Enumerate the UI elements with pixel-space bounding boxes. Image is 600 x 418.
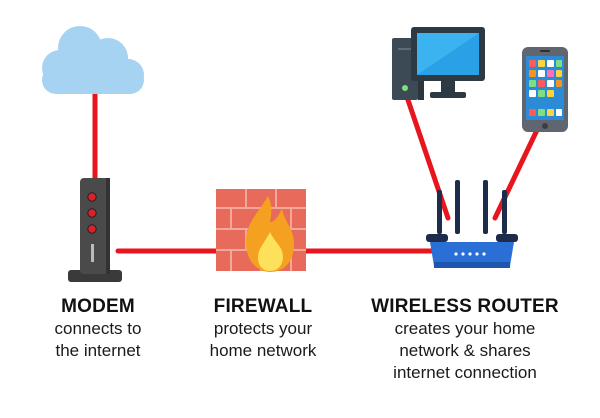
cloud-icon <box>42 26 144 94</box>
connection-lines <box>92 87 541 254</box>
firewall-desc-line1: protects your <box>213 319 313 338</box>
modem-desc-line2: the internet <box>55 341 141 360</box>
firewall-label: FIREWALL protects your home network <box>188 296 338 362</box>
router-desc-line2: network & shares <box>399 341 531 360</box>
router-desc-line1: creates your home <box>394 319 536 338</box>
modem-desc-line1: connects to <box>54 319 142 338</box>
firewall-desc-line2: home network <box>209 341 317 360</box>
router-desc-line3: internet connection <box>393 363 537 382</box>
desktop-computer-icon <box>392 27 485 100</box>
router-label: WIRELESS ROUTER creates your home networ… <box>360 296 570 384</box>
smartphone-icon <box>522 47 568 132</box>
line-phone-to-router <box>492 125 541 221</box>
modem-label: MODEM connects to the internet <box>28 296 168 362</box>
wireless-router-icon <box>426 180 518 268</box>
firewall-title: FIREWALL <box>213 296 313 317</box>
firewall-icon <box>216 189 306 272</box>
modem-title: MODEM <box>61 296 135 317</box>
modem-icon <box>68 178 122 282</box>
router-title: WIRELESS ROUTER <box>371 296 559 317</box>
